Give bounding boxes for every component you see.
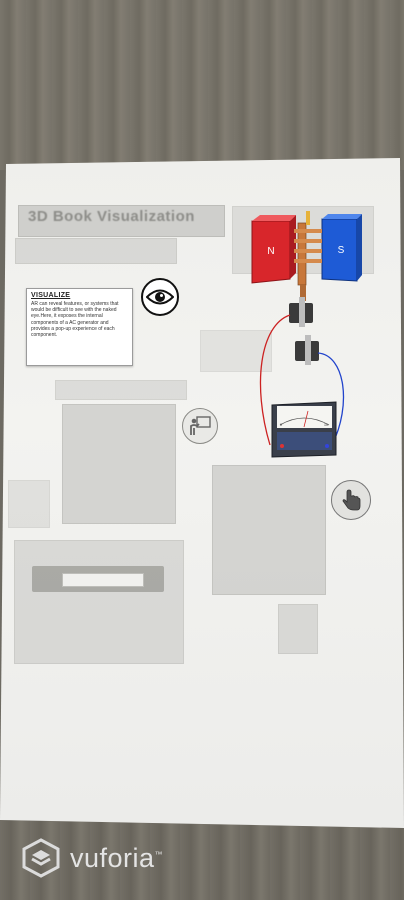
wire-red <box>259 314 291 446</box>
galvanometer[interactable]: 0 10 <box>271 401 337 458</box>
wire-blue <box>317 352 345 446</box>
visualize-eye-button[interactable] <box>141 278 179 316</box>
hand-tap-icon <box>342 489 361 511</box>
magnet-south-label: S <box>338 245 345 256</box>
vuforia-wordmark: vuforia™ <box>70 842 164 873</box>
book-title: 3D Book Visualization <box>28 208 195 225</box>
faint-title-box <box>18 205 225 237</box>
faint-text-box-right <box>212 465 326 595</box>
faint-panel <box>14 540 184 664</box>
wood-background-top <box>0 0 404 170</box>
magnet-north-label: N <box>267 246 274 257</box>
interact-hand-button[interactable] <box>331 480 371 520</box>
magnet-north[interactable]: N <box>251 215 296 284</box>
vuforia-watermark: vuforia™ <box>20 838 163 878</box>
faint-left-component <box>8 480 50 528</box>
faint-text-box-left <box>62 404 176 524</box>
faint-small-component <box>278 604 318 654</box>
popup-title: VISUALIZE <box>31 292 71 299</box>
faint-strip <box>55 380 187 400</box>
popup-body: AR can reveal features, or systems that … <box>31 301 119 339</box>
slip-ring-brush-1[interactable] <box>289 297 313 327</box>
wood-background-bottom <box>0 820 404 900</box>
meter-label-right: 10 <box>324 423 328 427</box>
slip-ring-brush-2[interactable] <box>295 335 319 365</box>
meter-label-left: 0 <box>280 423 282 427</box>
eye-icon <box>146 289 174 305</box>
ac-generator-model[interactable]: N S 0 10 <box>240 205 370 475</box>
teacher-board-icon <box>190 416 211 435</box>
vuforia-logo-icon <box>22 838 60 878</box>
faint-header-band <box>15 238 177 264</box>
faint-slider-window <box>62 573 144 587</box>
teacher-mode-button[interactable] <box>182 408 218 444</box>
faint-center-component <box>200 330 272 372</box>
visualize-popup: VISUALIZE AR can reveal features, or sys… <box>26 288 133 366</box>
armature-coil[interactable] <box>294 211 322 301</box>
magnet-south[interactable]: S <box>321 214 362 282</box>
